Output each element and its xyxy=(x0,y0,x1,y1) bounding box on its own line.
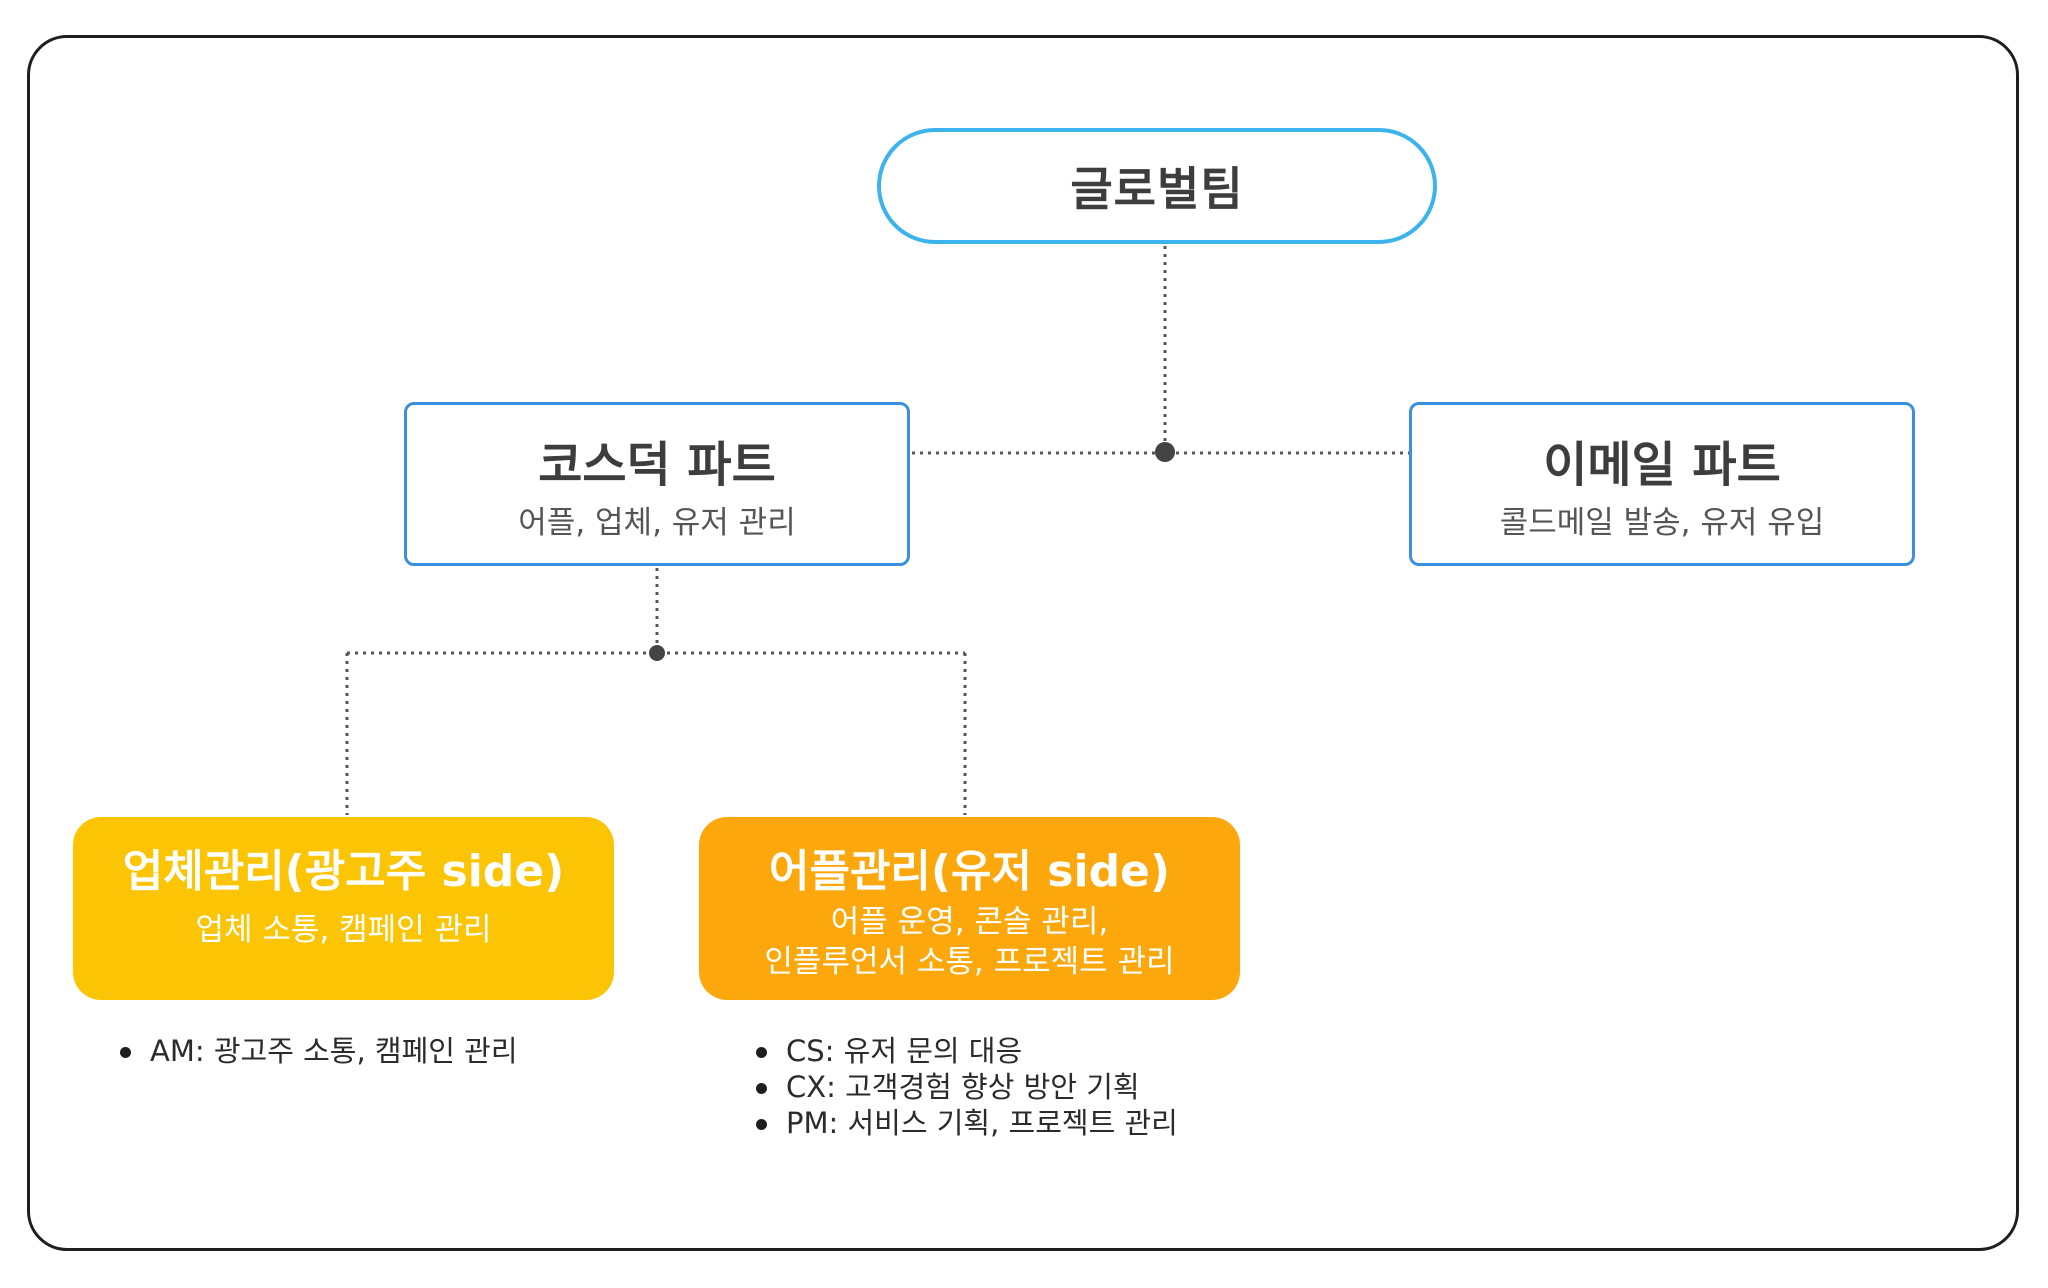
root-node-global-team: 글로벌팀 xyxy=(877,128,1437,244)
duty-item: CS: 유저 문의 대응 xyxy=(756,1033,1178,1069)
team-node-app-management: 어플관리(유저 side) 어플 운영, 콘솔 관리, 인플루언서 소통, 프로… xyxy=(699,817,1240,1000)
duty-item: CX: 고객경험 향상 방안 기획 xyxy=(756,1069,1178,1105)
team-node-vendor-management: 업체관리(광고주 side) 업체 소통, 캠페인 관리 xyxy=(73,817,614,1000)
duty-item: PM: 서비스 기획, 프로젝트 관리 xyxy=(756,1105,1178,1141)
team-node-description-line: 인플루언서 소통, 프로젝트 관리 xyxy=(764,944,1175,980)
team-node-description-line: 어플 운영, 콘솔 관리, xyxy=(830,904,1109,940)
vendor-team-duty-list: AM: 광고주 소통, 캠페인 관리 xyxy=(120,1033,518,1069)
team-node-title: 업체관리(광고주 side) xyxy=(122,846,565,897)
part-node-title: 이메일 파트 xyxy=(1543,437,1781,493)
part-node-email: 이메일 파트 콜드메일 발송, 유저 유입 xyxy=(1409,402,1915,566)
team-node-title: 어플관리(유저 side) xyxy=(768,846,1171,897)
root-node-title: 글로벌팀 xyxy=(1070,162,1244,216)
junction-dot-top xyxy=(1155,442,1175,462)
part-node-cosduck: 코스덕 파트 어플, 업체, 유저 관리 xyxy=(404,402,910,566)
app-team-duty-list: CS: 유저 문의 대응 CX: 고객경험 향상 방안 기획 PM: 서비스 기… xyxy=(756,1033,1178,1141)
duty-item: AM: 광고주 소통, 캠페인 관리 xyxy=(120,1033,518,1069)
part-node-description: 어플, 업체, 유저 관리 xyxy=(518,505,796,541)
part-node-description: 콜드메일 발송, 유저 유입 xyxy=(1499,505,1825,541)
team-node-description: 업체 소통, 캠페인 관리 xyxy=(195,912,492,948)
junction-dot-bottom xyxy=(649,645,665,661)
part-node-title: 코스덕 파트 xyxy=(538,437,776,493)
